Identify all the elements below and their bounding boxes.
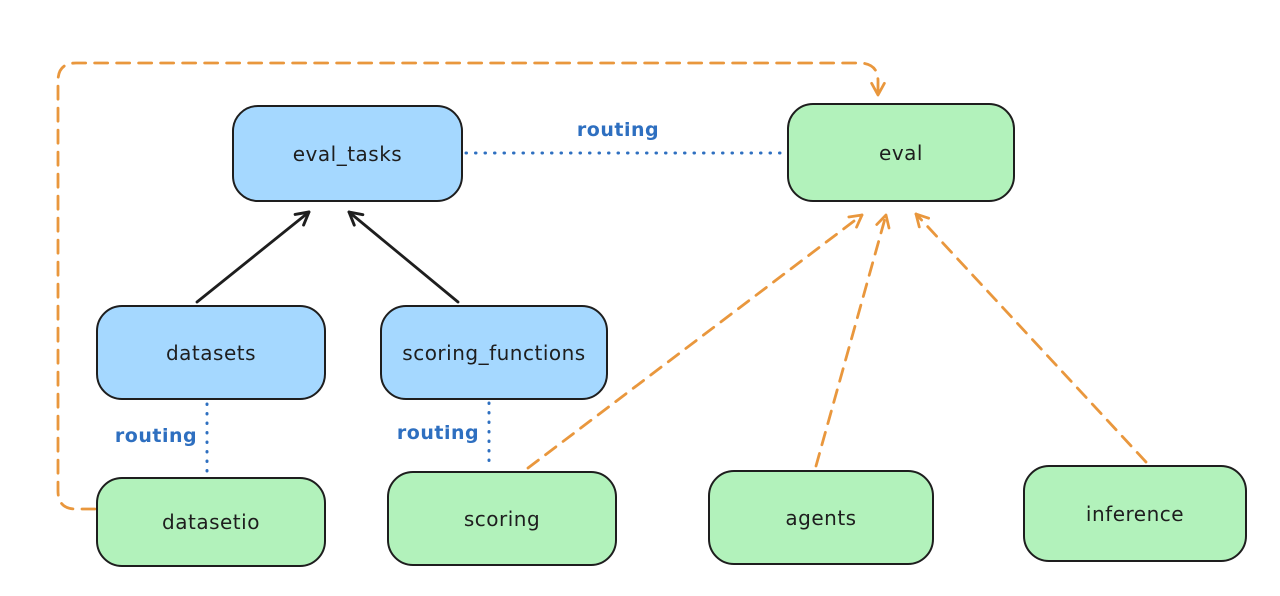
edge-label-routing-eval-tasks-eval: routing <box>576 119 660 141</box>
edge-label-routing-scoring-functions-scoring: routing <box>396 422 480 444</box>
edge-scoring-functions-to-eval-tasks-arrow <box>347 210 460 304</box>
node-label: datasetio <box>162 510 260 534</box>
node-scoring: scoring <box>387 471 617 566</box>
node-eval: eval <box>787 103 1015 202</box>
edge-scoring-to-eval-arrow <box>526 213 864 470</box>
edge-label-routing-datasets-datasetio: routing <box>114 425 198 447</box>
node-label: eval_tasks <box>292 141 403 166</box>
node-eval-tasks: eval_tasks <box>232 105 463 202</box>
node-scoring-functions: scoring_functions <box>380 305 608 400</box>
edge-agents-to-eval-arrow <box>814 213 891 468</box>
node-label: scoring <box>463 506 541 531</box>
node-label: agents <box>785 505 857 530</box>
node-label: inference <box>1085 501 1185 526</box>
node-label: datasets <box>165 340 257 365</box>
node-datasets: datasets <box>96 305 326 400</box>
node-inference: inference <box>1023 465 1247 562</box>
edge-datasets-to-eval-tasks-arrow <box>195 210 311 304</box>
edge-datasetio-to-eval-arrow <box>56 61 886 511</box>
node-datasetio: datasetio <box>96 477 326 567</box>
node-label: eval <box>879 140 923 165</box>
node-label: scoring_functions <box>402 340 586 365</box>
node-agents: agents <box>708 470 934 565</box>
edge-inference-to-eval-arrow <box>914 212 1148 464</box>
